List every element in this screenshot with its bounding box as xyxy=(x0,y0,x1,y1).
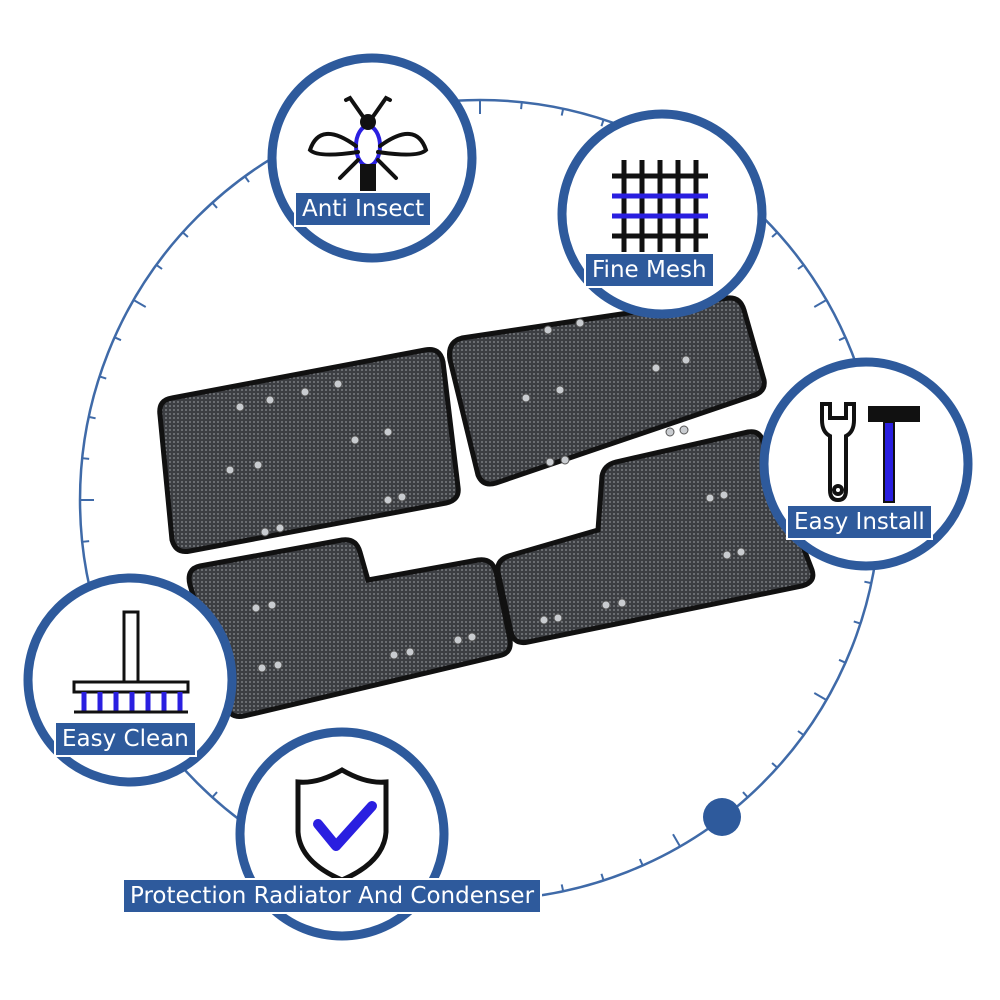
insect-icon xyxy=(307,95,429,194)
dial-knob xyxy=(703,798,741,836)
dial-tick xyxy=(82,457,90,460)
rivet xyxy=(300,387,310,397)
rivet xyxy=(260,527,270,537)
dial-tick xyxy=(600,119,605,127)
rivet xyxy=(553,613,563,623)
rivet xyxy=(722,550,732,560)
panel-rivets xyxy=(225,318,746,673)
dial-tick xyxy=(797,730,805,736)
dial-tick xyxy=(638,858,644,866)
dial-tick xyxy=(797,264,805,270)
dial-tick xyxy=(838,658,846,664)
rivet xyxy=(651,363,661,373)
dial-tick xyxy=(813,692,827,701)
mesh-icon xyxy=(612,160,708,252)
rivet xyxy=(383,427,393,437)
dial-tick xyxy=(114,336,122,342)
label-fine-mesh: Fine Mesh xyxy=(586,254,713,286)
rivet xyxy=(453,635,463,645)
rivet xyxy=(705,493,715,503)
dial-tick xyxy=(853,620,861,625)
panel-top-left xyxy=(157,347,461,554)
rivet xyxy=(265,395,275,405)
rivet xyxy=(575,318,585,328)
hammer-icon xyxy=(868,406,920,503)
dial-tick xyxy=(838,336,846,342)
dial-tick xyxy=(600,873,605,881)
dial-tick xyxy=(211,791,218,798)
rivet xyxy=(736,547,746,557)
rivet xyxy=(235,402,245,412)
rivet xyxy=(521,393,531,403)
wrench-icon xyxy=(820,402,856,503)
rivet xyxy=(389,650,399,660)
label-easy-clean: Easy Clean xyxy=(56,723,195,755)
rivet xyxy=(665,427,675,437)
rivet xyxy=(225,465,235,475)
panel-bottom-right xyxy=(495,429,816,645)
dial-tick xyxy=(211,202,218,209)
panel-top-right xyxy=(447,295,767,487)
rivet xyxy=(383,495,393,505)
label-protection: Protection Radiator And Condenser xyxy=(124,880,541,912)
rivet xyxy=(273,660,283,670)
panel-bottom-left xyxy=(186,537,513,719)
dial-tick xyxy=(742,791,749,798)
rivet xyxy=(275,523,285,533)
rivet xyxy=(333,379,343,389)
rivet xyxy=(560,455,570,465)
dial-tick xyxy=(864,580,872,585)
dial-tick xyxy=(771,762,778,769)
rivet xyxy=(251,603,261,613)
rivet xyxy=(617,598,627,608)
dial-tick xyxy=(182,231,189,238)
rivet xyxy=(679,425,689,435)
rivet xyxy=(350,435,360,445)
label-easy-install: Easy Install xyxy=(788,506,931,538)
dial-tick xyxy=(99,375,107,380)
rivet xyxy=(467,632,477,642)
dial-tick xyxy=(82,540,90,543)
label-anti-insect: Anti Insect xyxy=(296,193,431,225)
shield-check-icon xyxy=(295,767,389,883)
dial-tick xyxy=(244,175,250,183)
rivet xyxy=(253,460,263,470)
rivet xyxy=(681,355,691,365)
rivet xyxy=(543,325,553,335)
dial-tick xyxy=(672,833,681,847)
dial-tick xyxy=(155,264,163,270)
rivet xyxy=(405,647,415,657)
dial-tick xyxy=(771,231,778,238)
dial-tick xyxy=(133,299,147,308)
rivet xyxy=(719,490,729,500)
rivet xyxy=(555,385,565,395)
rivet xyxy=(397,492,407,502)
rivet xyxy=(539,615,549,625)
dial-tick xyxy=(813,299,827,308)
badge-anti-insect xyxy=(267,53,477,263)
rivet xyxy=(267,600,277,610)
mesh-panels xyxy=(157,295,816,719)
rivet xyxy=(257,663,267,673)
dial-tick xyxy=(560,108,565,116)
dial-tick xyxy=(520,102,523,110)
rivet xyxy=(545,457,555,467)
dial-tick xyxy=(88,415,96,420)
dial-tick xyxy=(560,884,565,892)
brush-icon xyxy=(72,610,190,714)
rivet xyxy=(601,600,611,610)
